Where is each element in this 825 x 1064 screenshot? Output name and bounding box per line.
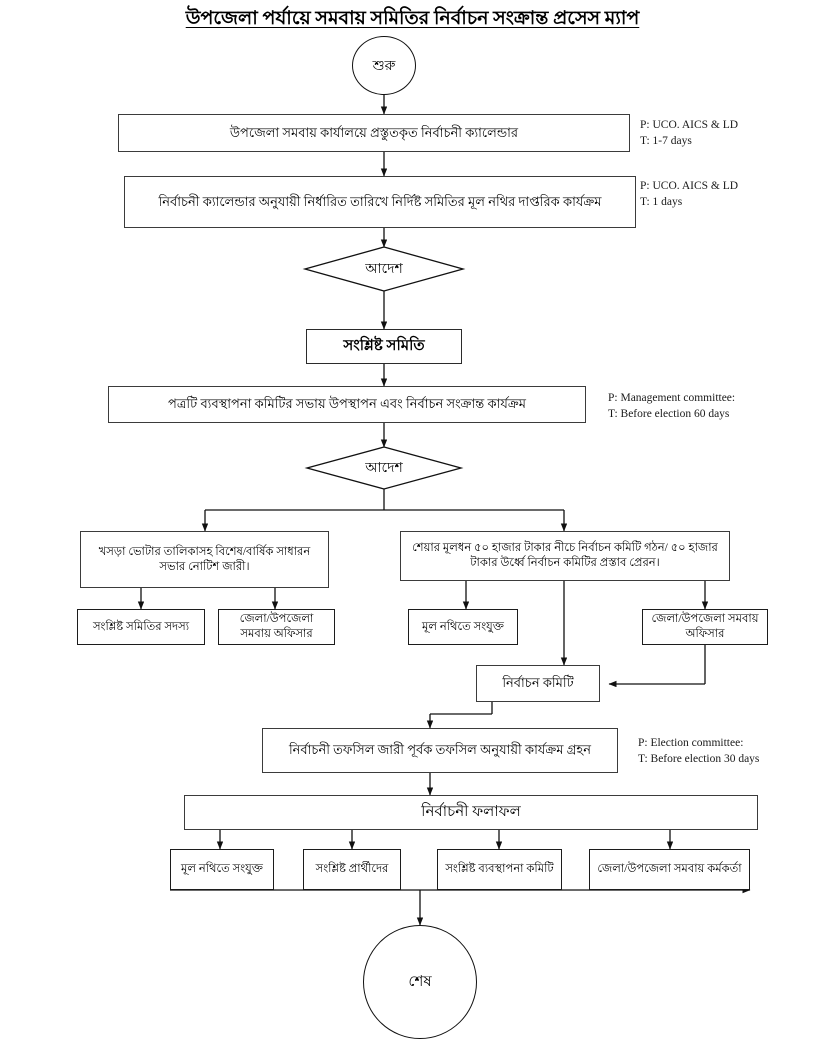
node-leaf-society-member-label: সংশ্লিষ্ট সমিতির সদস্য [92, 620, 190, 633]
node-step3-label: পত্রটি ব্যবস্থাপনা কমিটির সভায় উপস্থাপন… [168, 396, 526, 412]
node-branch-left[interactable]: খসড়া ভোটার তালিকাসহ বিশেষ/বার্ষিক সাধার… [80, 531, 329, 588]
annotation-step4: P: Election committee: T: Before electio… [638, 737, 760, 765]
node-result-management-committee-label: সংশ্লিষ্ট ব্যবস্থাপনা কমিটি [445, 863, 554, 876]
node-step4-label: নির্বাচনী তফসিল জারী পূর্বক তফসিল অনুযায… [288, 742, 592, 758]
node-election-committee[interactable]: নির্বাচন কমিটি [476, 665, 600, 702]
node-election-committee-label: নির্বাচন কমিটি [502, 675, 574, 691]
node-step4[interactable]: নির্বাচনী তফসিল জারী পূর্বক তফসিল অনুযায… [262, 728, 618, 773]
node-result-attach-file-label: মূল নথিতে সংযুক্ত [181, 863, 263, 876]
node-committee[interactable]: সংশ্লিষ্ট সমিতি [306, 329, 462, 364]
node-step2[interactable]: নির্বাচনী ক্যালেন্ডার অনুযায়ী নির্ধারিত… [124, 176, 636, 228]
node-leaf-coop-officer-2[interactable]: জেলা/উপজেলা সমবায় অফিসার [642, 609, 768, 645]
node-leaf-society-member[interactable]: সংশ্লিষ্ট সমিতির সদস্য [77, 609, 205, 645]
decision-order-2-label: আদেশ [307, 447, 461, 489]
page-title: উপজেলা পর্যায়ে সমবায় সমিতির নির্বাচন স… [185, 8, 640, 29]
node-results-bar-label: নির্বাচনী ফলাফল [421, 804, 521, 820]
node-result-coop-officer-label: জেলা/উপজেলা সমবায় কর্মকর্তা [597, 863, 742, 876]
node-branch-right[interactable]: শেয়ার মূলধন ৫০ হাজার টাকার নীচে নির্বাচ… [400, 531, 730, 581]
decision-order-1 [302, 246, 466, 292]
node-result-management-committee[interactable]: সংশ্লিষ্ট ব্যবস্থাপনা কমিটি [437, 849, 562, 890]
annotation-step1: P: UCO. AICS & LD T: 1-7 days [640, 119, 739, 147]
decision-order-1-text: আদেশ [365, 262, 403, 277]
decision-order-1-label: আদেশ [305, 247, 463, 291]
decision-order-2-text: আদেশ [365, 461, 403, 476]
node-branch-left-label: খসড়া ভোটার তালিকাসহ বিশেষ/বার্ষিক সাধার… [98, 545, 311, 573]
start-label: শুরু [372, 58, 396, 74]
decision-order-2 [304, 446, 464, 490]
annotation-step2: P: UCO. AICS & LD T: 1 days [640, 180, 739, 208]
start-terminator[interactable]: শুরু [352, 36, 416, 95]
node-leaf-coop-officer-1[interactable]: জেলা/উপজেলা সমবায় অফিসার [218, 609, 335, 645]
node-step3[interactable]: পত্রটি ব্যবস্থাপনা কমিটির সভায় উপস্থাপন… [108, 386, 586, 423]
end-label: শেষ [408, 973, 432, 990]
node-step1[interactable]: উপজেলা সমবায় কার্যালয়ে প্রস্তুতকৃত নির… [118, 114, 630, 152]
end-terminator[interactable]: শেষ [363, 925, 477, 1039]
node-result-candidates[interactable]: সংশ্লিষ্ট প্রার্থীদের [303, 849, 401, 890]
node-result-candidates-label: সংশ্লিষ্ট প্রার্থীদের [315, 863, 389, 876]
node-committee-label: সংশ্লিষ্ট সমিতি [343, 337, 425, 354]
node-result-coop-officer[interactable]: জেলা/উপজেলা সমবায় কর্মকর্তা [589, 849, 750, 890]
node-step1-label: উপজেলা সমবায় কার্যালয়ে প্রস্তুতকৃত নির… [229, 124, 519, 140]
node-results-bar[interactable]: নির্বাচনী ফলাফল [184, 795, 758, 830]
node-branch-right-label: শেয়ার মূলধন ৫০ হাজার টাকার নীচে নির্বাচ… [412, 542, 718, 569]
node-leaf-attach-file-label: মূল নথিতে সংযুক্ত [422, 620, 504, 633]
node-leaf-attach-file[interactable]: মূল নথিতে সংযুক্ত [408, 609, 518, 645]
node-step2-label: নির্বাচনী ক্যালেন্ডার অনুযায়ী নির্ধারিত… [158, 193, 602, 209]
annotation-step3: P: Management committee: T: Before elect… [608, 392, 736, 420]
node-leaf-coop-officer-2-label: জেলা/উপজেলা সমবায় অফিসার [651, 613, 759, 640]
node-leaf-coop-officer-1-label: জেলা/উপজেলা সমবায় অফিসার [239, 613, 314, 640]
node-result-attach-file[interactable]: মূল নথিতে সংযুক্ত [170, 849, 274, 890]
